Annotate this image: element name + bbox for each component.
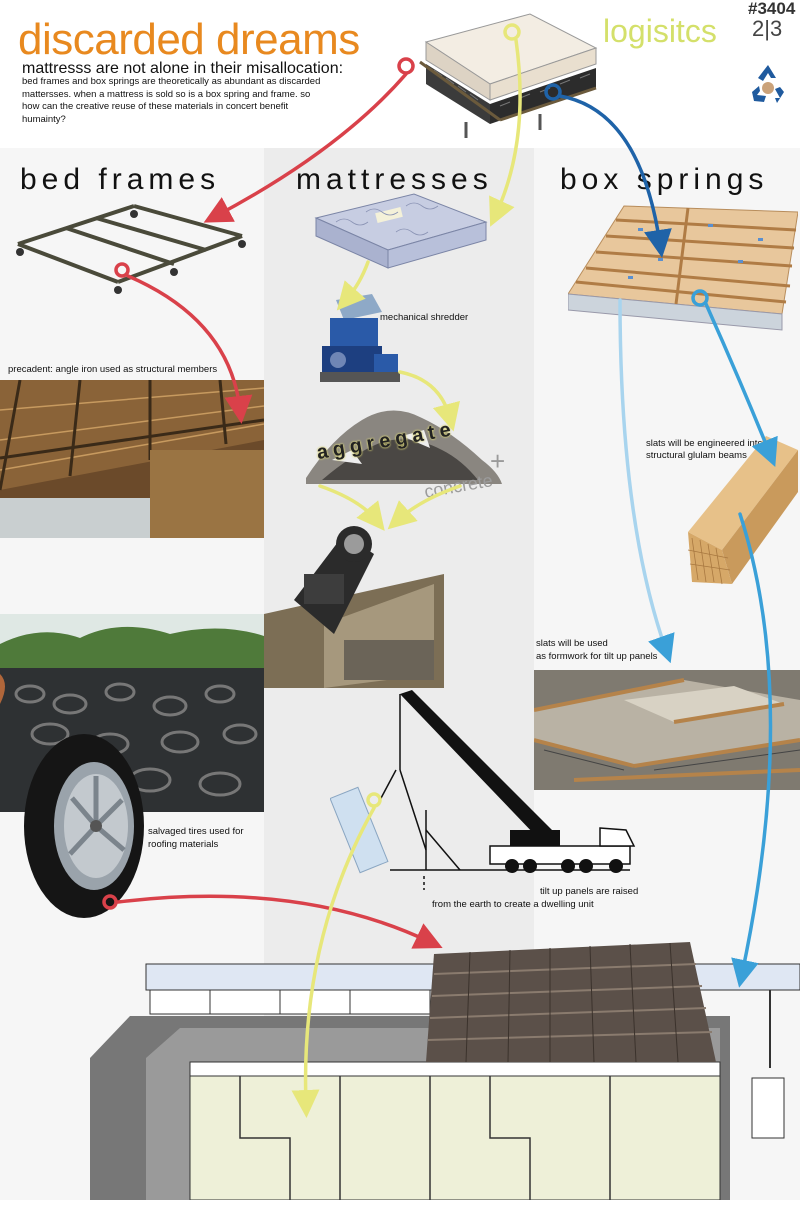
tilt-caption-line2: from the earth to create a dwelling unit: [432, 899, 594, 910]
shredder-photo: [316, 294, 402, 386]
bed-frame-photo: [6, 196, 250, 296]
sheet-number: #3404: [748, 0, 796, 18]
formwork-caption-line2: as formwork for tilt up panels: [536, 651, 658, 662]
formwork-caption-line1: slats will be used: [536, 638, 608, 649]
sheet-fraction: 2|3: [752, 16, 783, 41]
concrete-mixer-photo: [264, 514, 444, 688]
column-heading-bed-frames: bed frames: [20, 163, 221, 196]
tire-photo: [16, 730, 146, 922]
mattress-photo: [306, 192, 492, 270]
dwelling-unit-drawing: [90, 938, 800, 1200]
intro-text: bed frames and box springs are theoretic…: [22, 76, 321, 125]
tilt-caption-line1: tilt up panels are raised: [540, 886, 639, 897]
tires-caption-line2: roofing materials: [148, 839, 219, 850]
glulam-beam-photo: [688, 432, 800, 588]
precedent-caption: precadent: angle iron used as structural…: [8, 364, 218, 375]
page-title: discarded dreams: [18, 15, 360, 64]
aggregate-pile: [292, 398, 508, 496]
recycle-icon: [746, 62, 790, 106]
box-spring-photo: [568, 198, 798, 332]
crane-tilt-up-drawing: [330, 690, 640, 890]
section-title: logisitcs: [603, 13, 717, 49]
mattress-set-photo: [390, 2, 602, 148]
column-heading-box-springs: box springs: [560, 163, 769, 196]
angle-iron-barn-photo: [0, 380, 264, 538]
shredder-caption: mechanical shredder: [380, 312, 469, 323]
tires-caption-line1: salvaged tires used for: [148, 826, 244, 837]
plus-sign: +: [490, 446, 506, 476]
